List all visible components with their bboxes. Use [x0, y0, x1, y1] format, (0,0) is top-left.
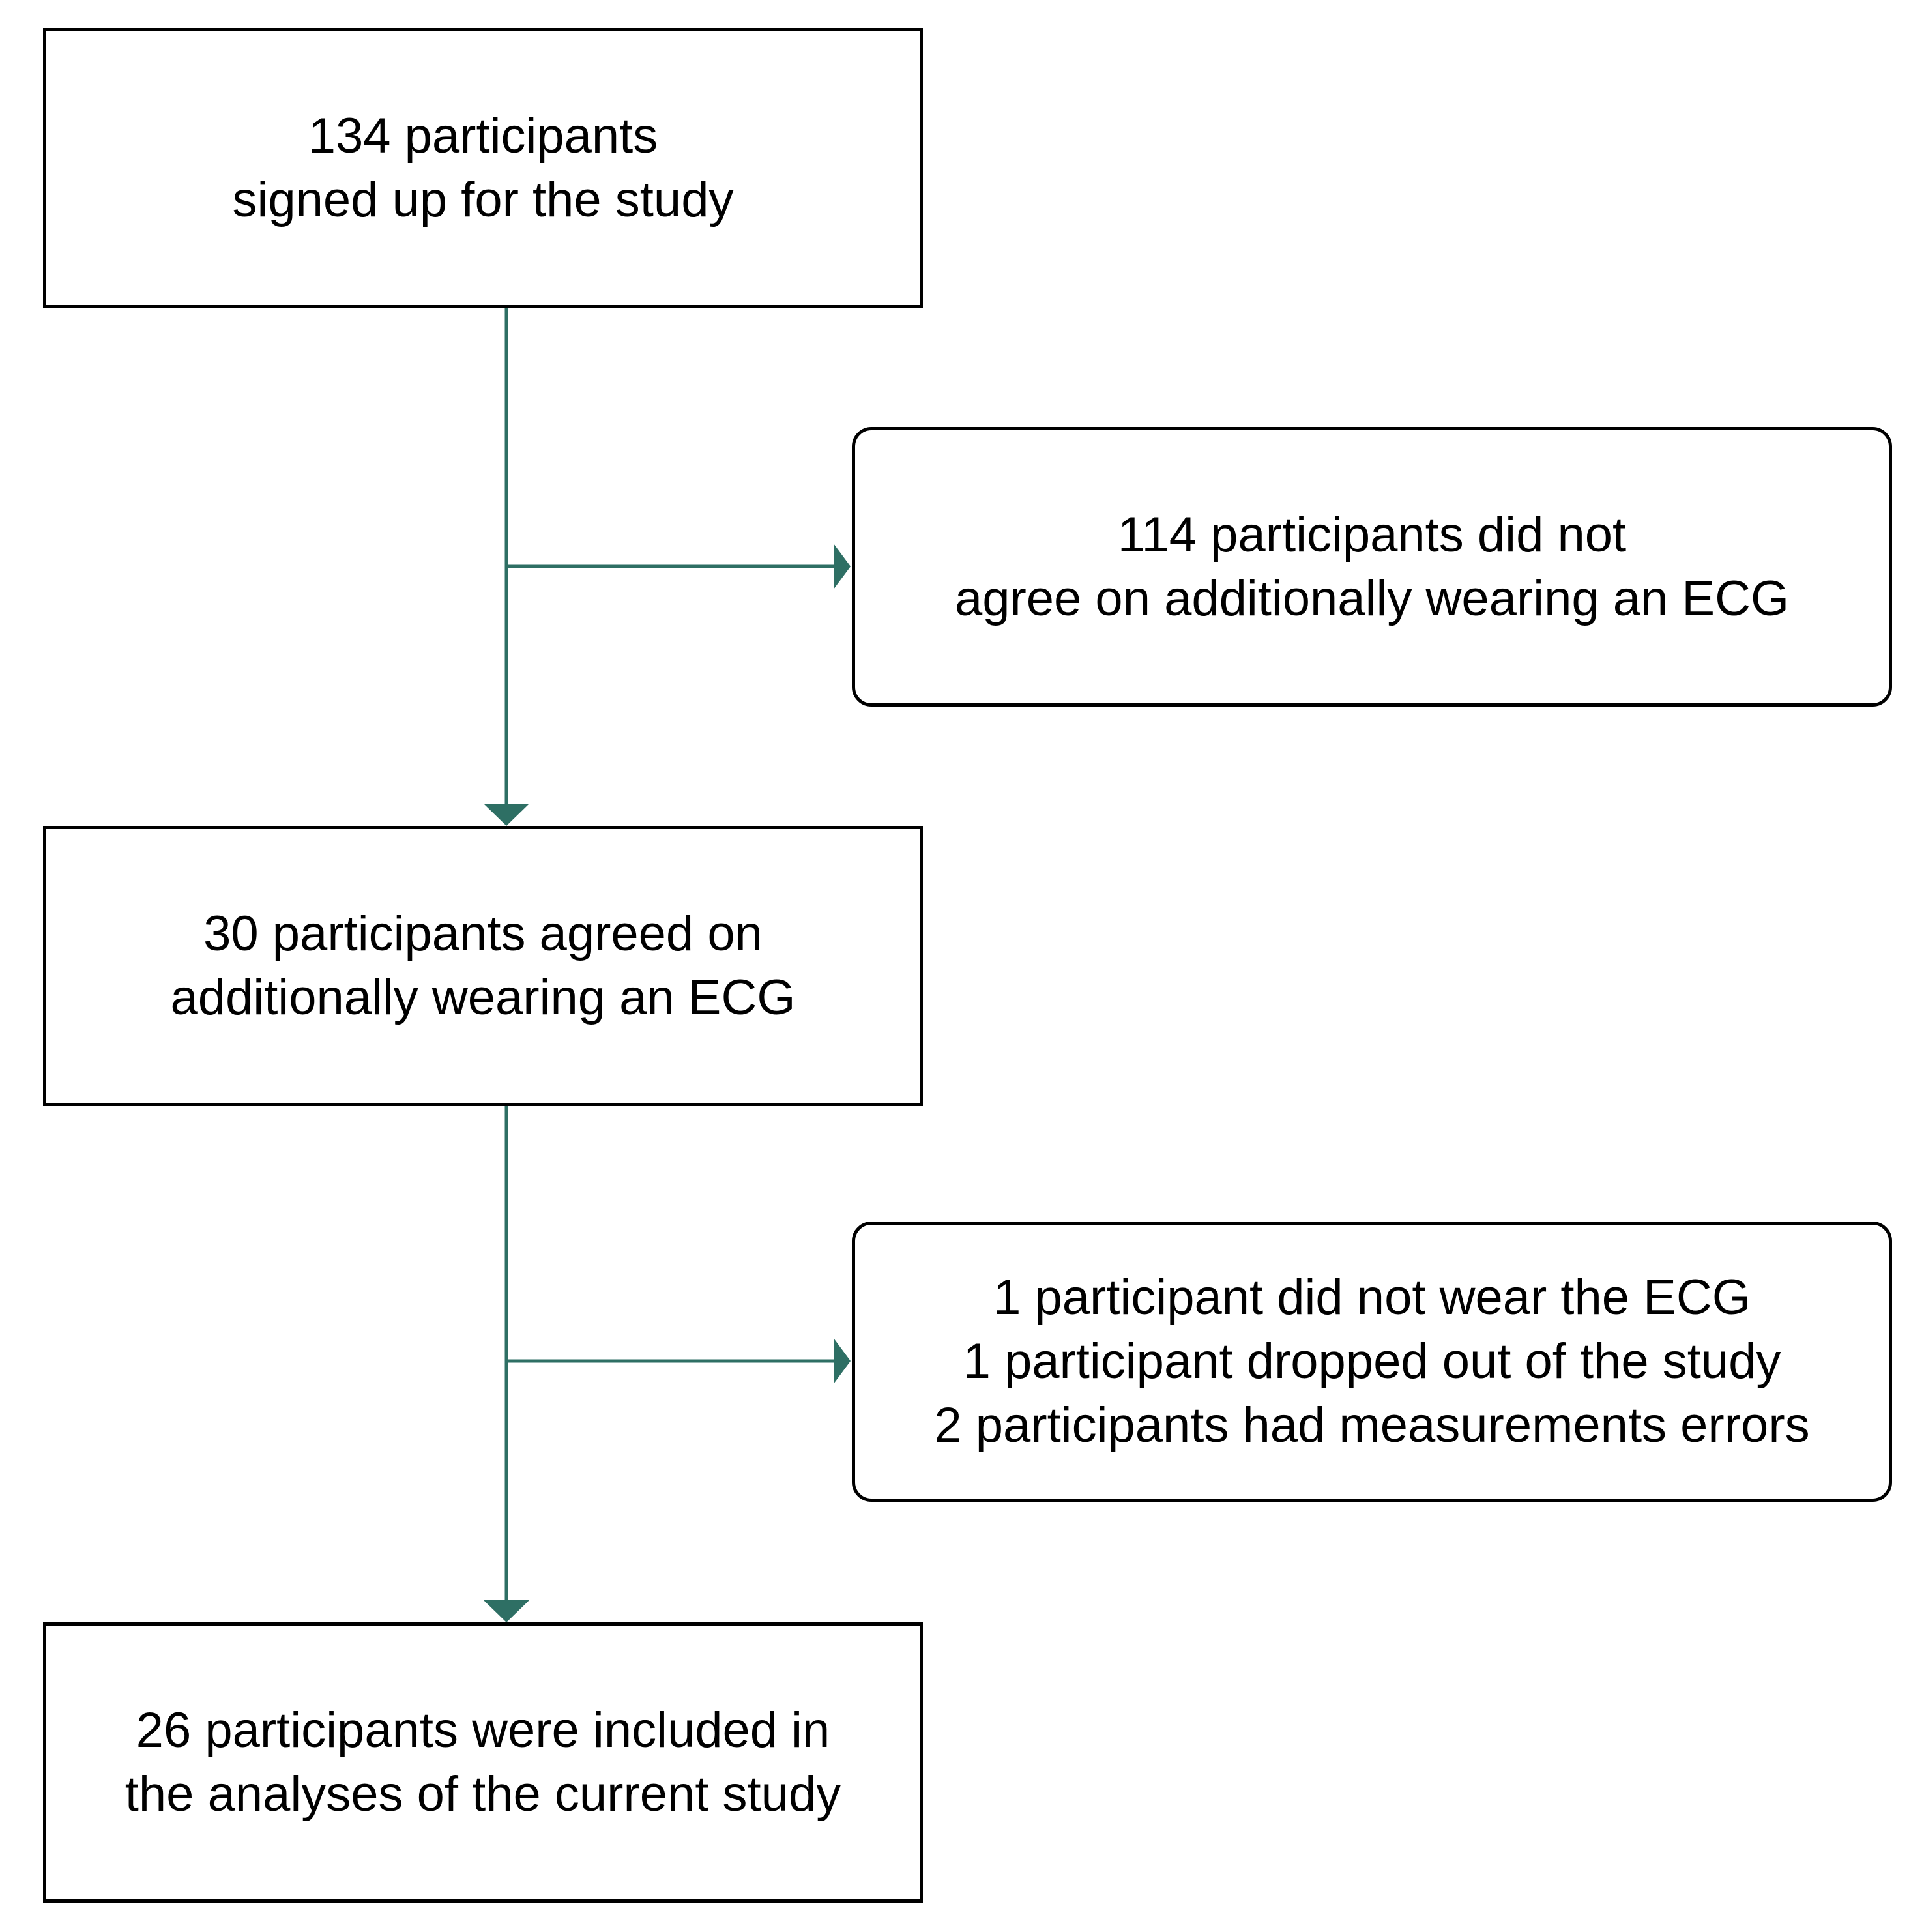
box-signed-up: 134 participants signed up for the study [43, 28, 923, 308]
box-excluded-line-3: 2 participants had measurements errors [934, 1398, 1810, 1453]
box-agreed-ecg: 30 participants agreed on additionally w… [43, 826, 923, 1106]
box-excluded-line-1: 1 participant did not wear the ECG [993, 1270, 1751, 1325]
box-included-line-1: 26 participants were included in [136, 1703, 830, 1758]
arrowhead-right-to-declined [834, 544, 851, 589]
box-declined-ecg-line-2: agree on additionally wearing an ECG [954, 570, 1790, 626]
box-signed-up-line-1: 134 participants [308, 108, 658, 164]
box-declined-ecg-line-1: 114 participants did not [1117, 506, 1627, 563]
box-signed-up-line-2: signed up for the study [232, 172, 734, 227]
box-excluded: 1 participant did not wear the ECG 1 par… [852, 1222, 1892, 1502]
box-declined-ecg: 114 participants did not agree on additi… [852, 427, 1892, 707]
arrowhead-right-to-excluded [834, 1338, 851, 1384]
box-excluded-line-2: 1 participant dropped out of the study [963, 1334, 1781, 1389]
box-agreed-ecg-line-2: additionally wearing an ECG [170, 970, 796, 1025]
box-included: 26 participants were included in the ana… [43, 1622, 923, 1903]
box-included-line-2: the analyses of the current study [124, 1766, 841, 1822]
box-agreed-ecg-line-1: 30 participants agreed on [203, 906, 763, 961]
arrowhead-down-to-included [484, 1600, 529, 1622]
arrowhead-down-to-agreed [484, 804, 529, 826]
